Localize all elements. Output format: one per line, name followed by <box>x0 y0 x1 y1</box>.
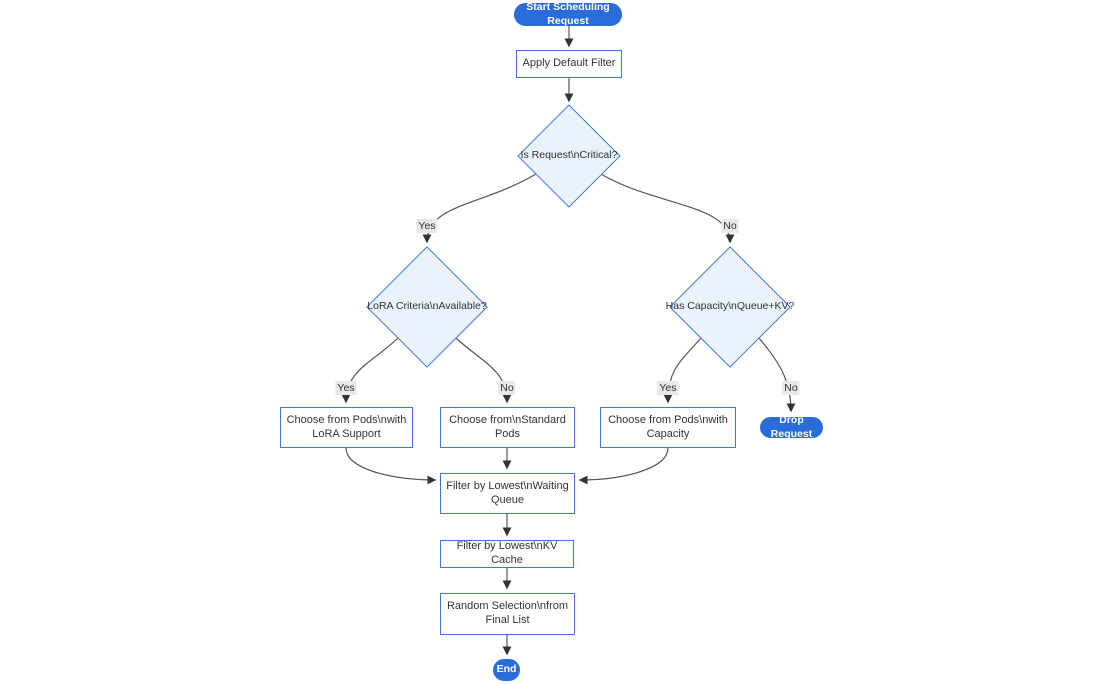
node-start: Start Scheduling Request <box>514 1 622 27</box>
node-choose-pods-lora-label: Choose from Pods\nwith LoRA Support <box>286 413 407 440</box>
node-choose-pods-capacity-label: Choose from Pods\nwith Capacity <box>608 413 728 440</box>
edge-lorapods-to-filterqueue <box>345 447 437 485</box>
node-choose-standard-pods-label: Choose from\nStandard Pods <box>449 413 566 440</box>
node-random-selection-label: Random Selection\nfrom Final List <box>446 600 569 626</box>
node-choose-pods-lora: Choose from Pods\nwith LoRA Support <box>280 407 413 448</box>
node-filter-waiting-queue-label: Filter by Lowest\nWaiting Queue <box>446 479 569 506</box>
node-end-label: End <box>496 663 517 676</box>
edge-label-critical-yes: Yes <box>416 219 438 233</box>
edge-capacitypods-to-filterqueue <box>578 447 669 485</box>
node-random-selection: Random Selection\nfrom Final List <box>440 593 575 635</box>
node-drop-request: Drop Request <box>760 414 823 440</box>
decision-has-capacity-queue-kv-label: Has Capacity\nQueue+KV? <box>665 300 795 313</box>
node-filter-waiting-queue: Filter by Lowest\nWaiting Queue <box>440 473 575 514</box>
node-apply-default-filter-label: Apply Default Filter <box>522 57 616 70</box>
edge-label-lora-no: No <box>498 381 516 395</box>
edge-capacity-no <box>758 337 796 413</box>
node-drop-request-label: Drop Request <box>770 414 813 440</box>
edge-label-capacity-no: No <box>782 381 800 395</box>
decision-lora-criteria-available: LoRA Criteria\nAvailable? <box>366 246 488 368</box>
node-filter-kv-cache: Filter by Lowest\nKV Cache <box>440 540 574 568</box>
node-end: End <box>493 659 520 681</box>
decision-lora-criteria-available-label: LoRA Criteria\nAvailable? <box>367 300 487 313</box>
edge-label-critical-no: No <box>721 219 739 233</box>
edge-critical-no <box>600 173 735 244</box>
decision-is-request-critical: Is Request\nCritical? <box>517 104 621 208</box>
node-filter-kv-cache-label: Filter by Lowest\nKV Cache <box>456 540 558 566</box>
node-apply-default-filter: Apply Default Filter <box>516 50 622 78</box>
edge-label-capacity-yes: Yes <box>657 381 679 395</box>
edge-label-lora-yes: Yes <box>335 381 357 395</box>
decision-has-capacity-queue-kv: Has Capacity\nQueue+KV? <box>666 246 794 368</box>
node-choose-pods-capacity: Choose from Pods\nwith Capacity <box>600 407 736 448</box>
node-choose-standard-pods: Choose from\nStandard Pods <box>440 407 575 448</box>
decision-is-request-critical-label: Is Request\nCritical? <box>520 149 618 162</box>
node-start-label: Start Scheduling Request <box>526 1 610 27</box>
